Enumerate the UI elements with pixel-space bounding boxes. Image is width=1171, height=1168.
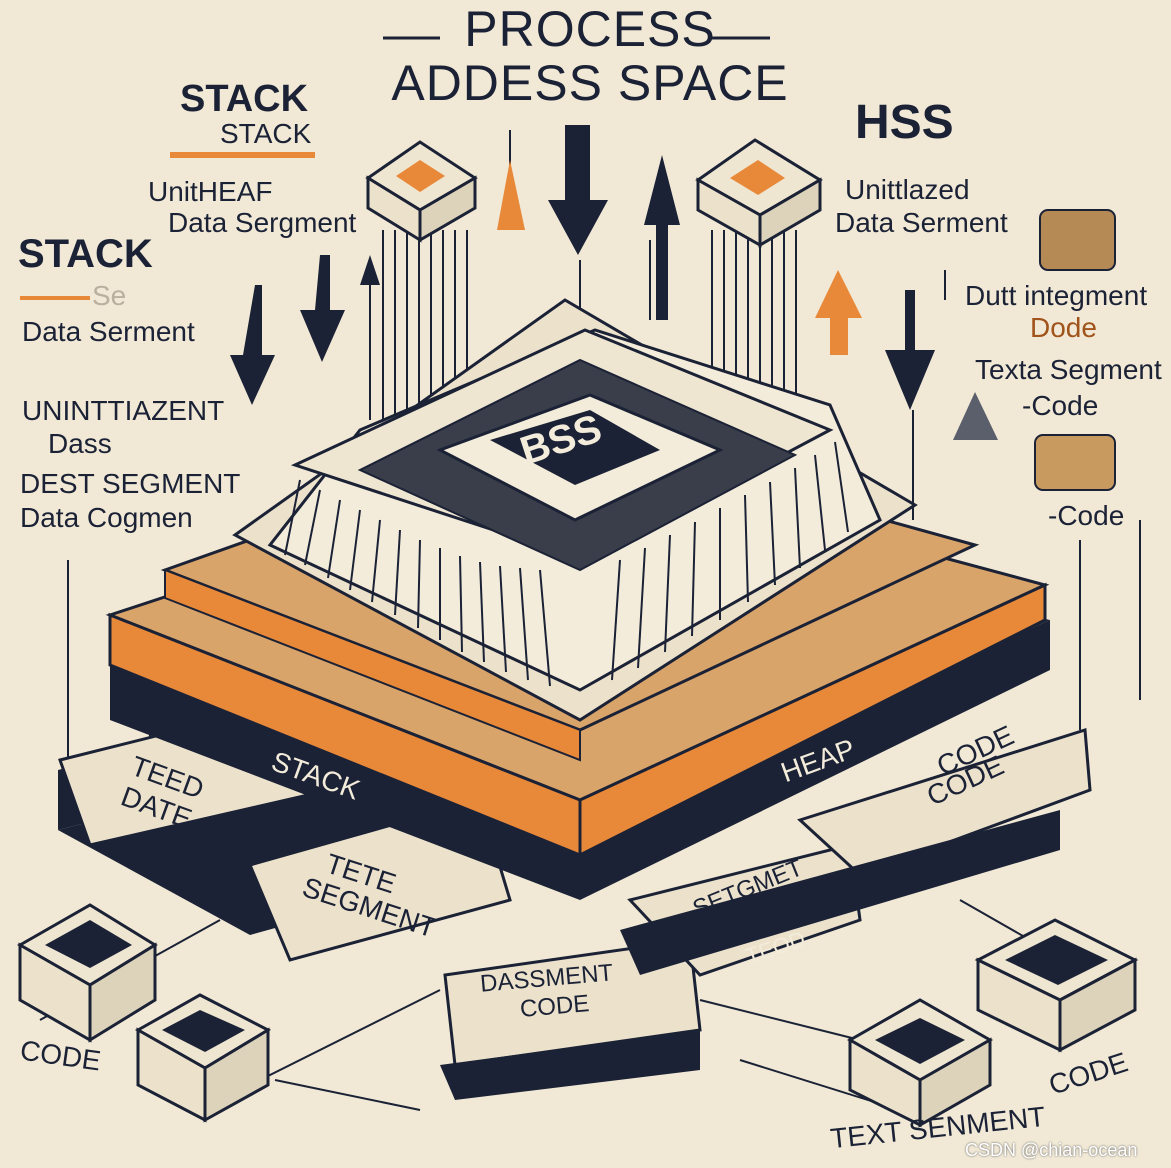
right-code-1: -Code	[1022, 390, 1099, 421]
up-arrow-orange-right	[815, 270, 862, 355]
left-top-box	[365, 140, 478, 243]
right-top-box	[695, 138, 823, 248]
title-line-2: ADDESS SPACE	[391, 55, 789, 111]
left-stack-sub: STACK	[220, 118, 312, 149]
left-uninit: UNINTTIAZENT	[22, 395, 225, 426]
left-box-lines	[382, 230, 468, 480]
down-arrow-right	[885, 290, 935, 410]
right-uninit: Unittlazed	[845, 174, 970, 205]
up-arrow-right-grey	[953, 392, 998, 440]
left-dass: Dass	[48, 428, 112, 459]
watermark: CSDN @chian-ocean	[965, 1140, 1138, 1160]
left-faded-seg: Se	[92, 280, 127, 311]
crate-icons	[1034, 209, 1116, 491]
left-data-segment-1: Data Sergment	[168, 207, 357, 238]
up-arrow-center	[644, 155, 680, 320]
right-dutt-integment: Dutt integment	[965, 280, 1148, 311]
right-dode: Dode	[1030, 312, 1097, 343]
down-arrow-left-2	[300, 255, 345, 362]
right-hss: HSS	[855, 96, 954, 149]
platform-layers	[105, 298, 1050, 900]
right-code-2: -Code	[1048, 500, 1125, 531]
corner-chips	[16, 903, 1139, 1128]
left-stack-main: STACK	[180, 78, 309, 120]
orange-marks	[20, 152, 315, 300]
left-data-cogmen: Data Cogmen	[20, 502, 193, 533]
up-arrow-left-small	[360, 255, 380, 285]
up-arrow-orange-left	[497, 160, 525, 230]
pyramid-ribs	[284, 441, 849, 687]
down-arrow-center	[548, 125, 608, 255]
right-texta-segment: Texta Segment	[975, 354, 1162, 385]
left-dest-segment: DEST SEGMENT	[20, 468, 241, 499]
down-arrow-left-1	[230, 285, 275, 405]
title-line-1: PROCESS	[464, 1, 716, 57]
left-data-segment-2: Data Serment	[22, 316, 195, 347]
left-stack-big: STACK	[18, 232, 153, 276]
right-data-serment: Data Serment	[835, 207, 1008, 238]
left-unit-heap: UnitHEAF	[148, 176, 273, 207]
arrows	[230, 125, 998, 440]
